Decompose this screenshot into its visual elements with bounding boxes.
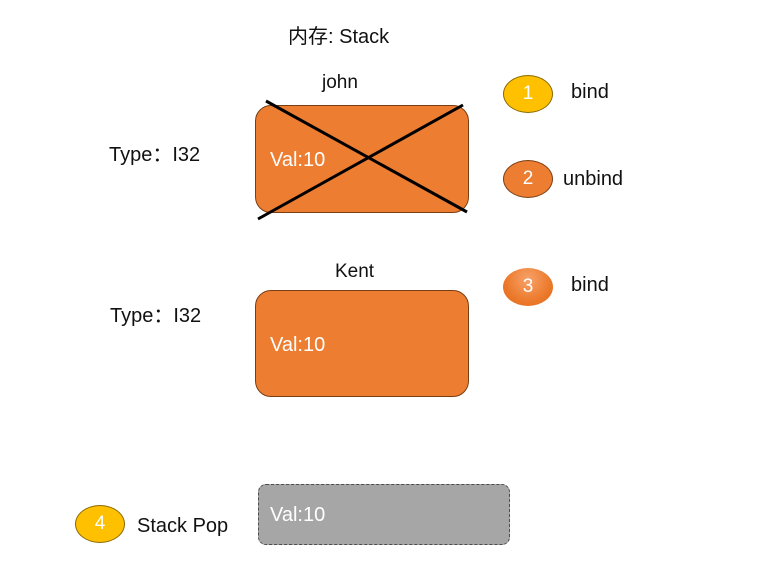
slot-value-john: Val:10 (270, 149, 326, 171)
var-name-john: john (322, 72, 358, 93)
type-label-john: Type：I32 (109, 144, 201, 166)
popped-slot-value: Val:10 (270, 504, 326, 526)
step-1-label: bind (571, 81, 609, 103)
popped-stack-slot: Val:10 (258, 484, 510, 545)
step-1-badge: 1 (503, 75, 553, 113)
step-2-label: unbind (563, 168, 624, 190)
step-3-badge: 3 (503, 268, 553, 306)
slot-value-kent: Val:10 (270, 334, 326, 356)
type-label-kent: Type：I32 (110, 305, 202, 327)
stack-slot-john: Val:10 (255, 105, 469, 213)
step-2-badge: 2 (503, 160, 553, 198)
step-3-label: bind (571, 274, 609, 296)
step-4-label: Stack Pop (137, 515, 229, 537)
stack-slot-kent: Val:10 (255, 290, 469, 397)
step-4-badge: 4 (75, 505, 125, 543)
var-name-kent: Kent (335, 261, 375, 282)
diagram-title: 内存: Stack (288, 26, 390, 48)
